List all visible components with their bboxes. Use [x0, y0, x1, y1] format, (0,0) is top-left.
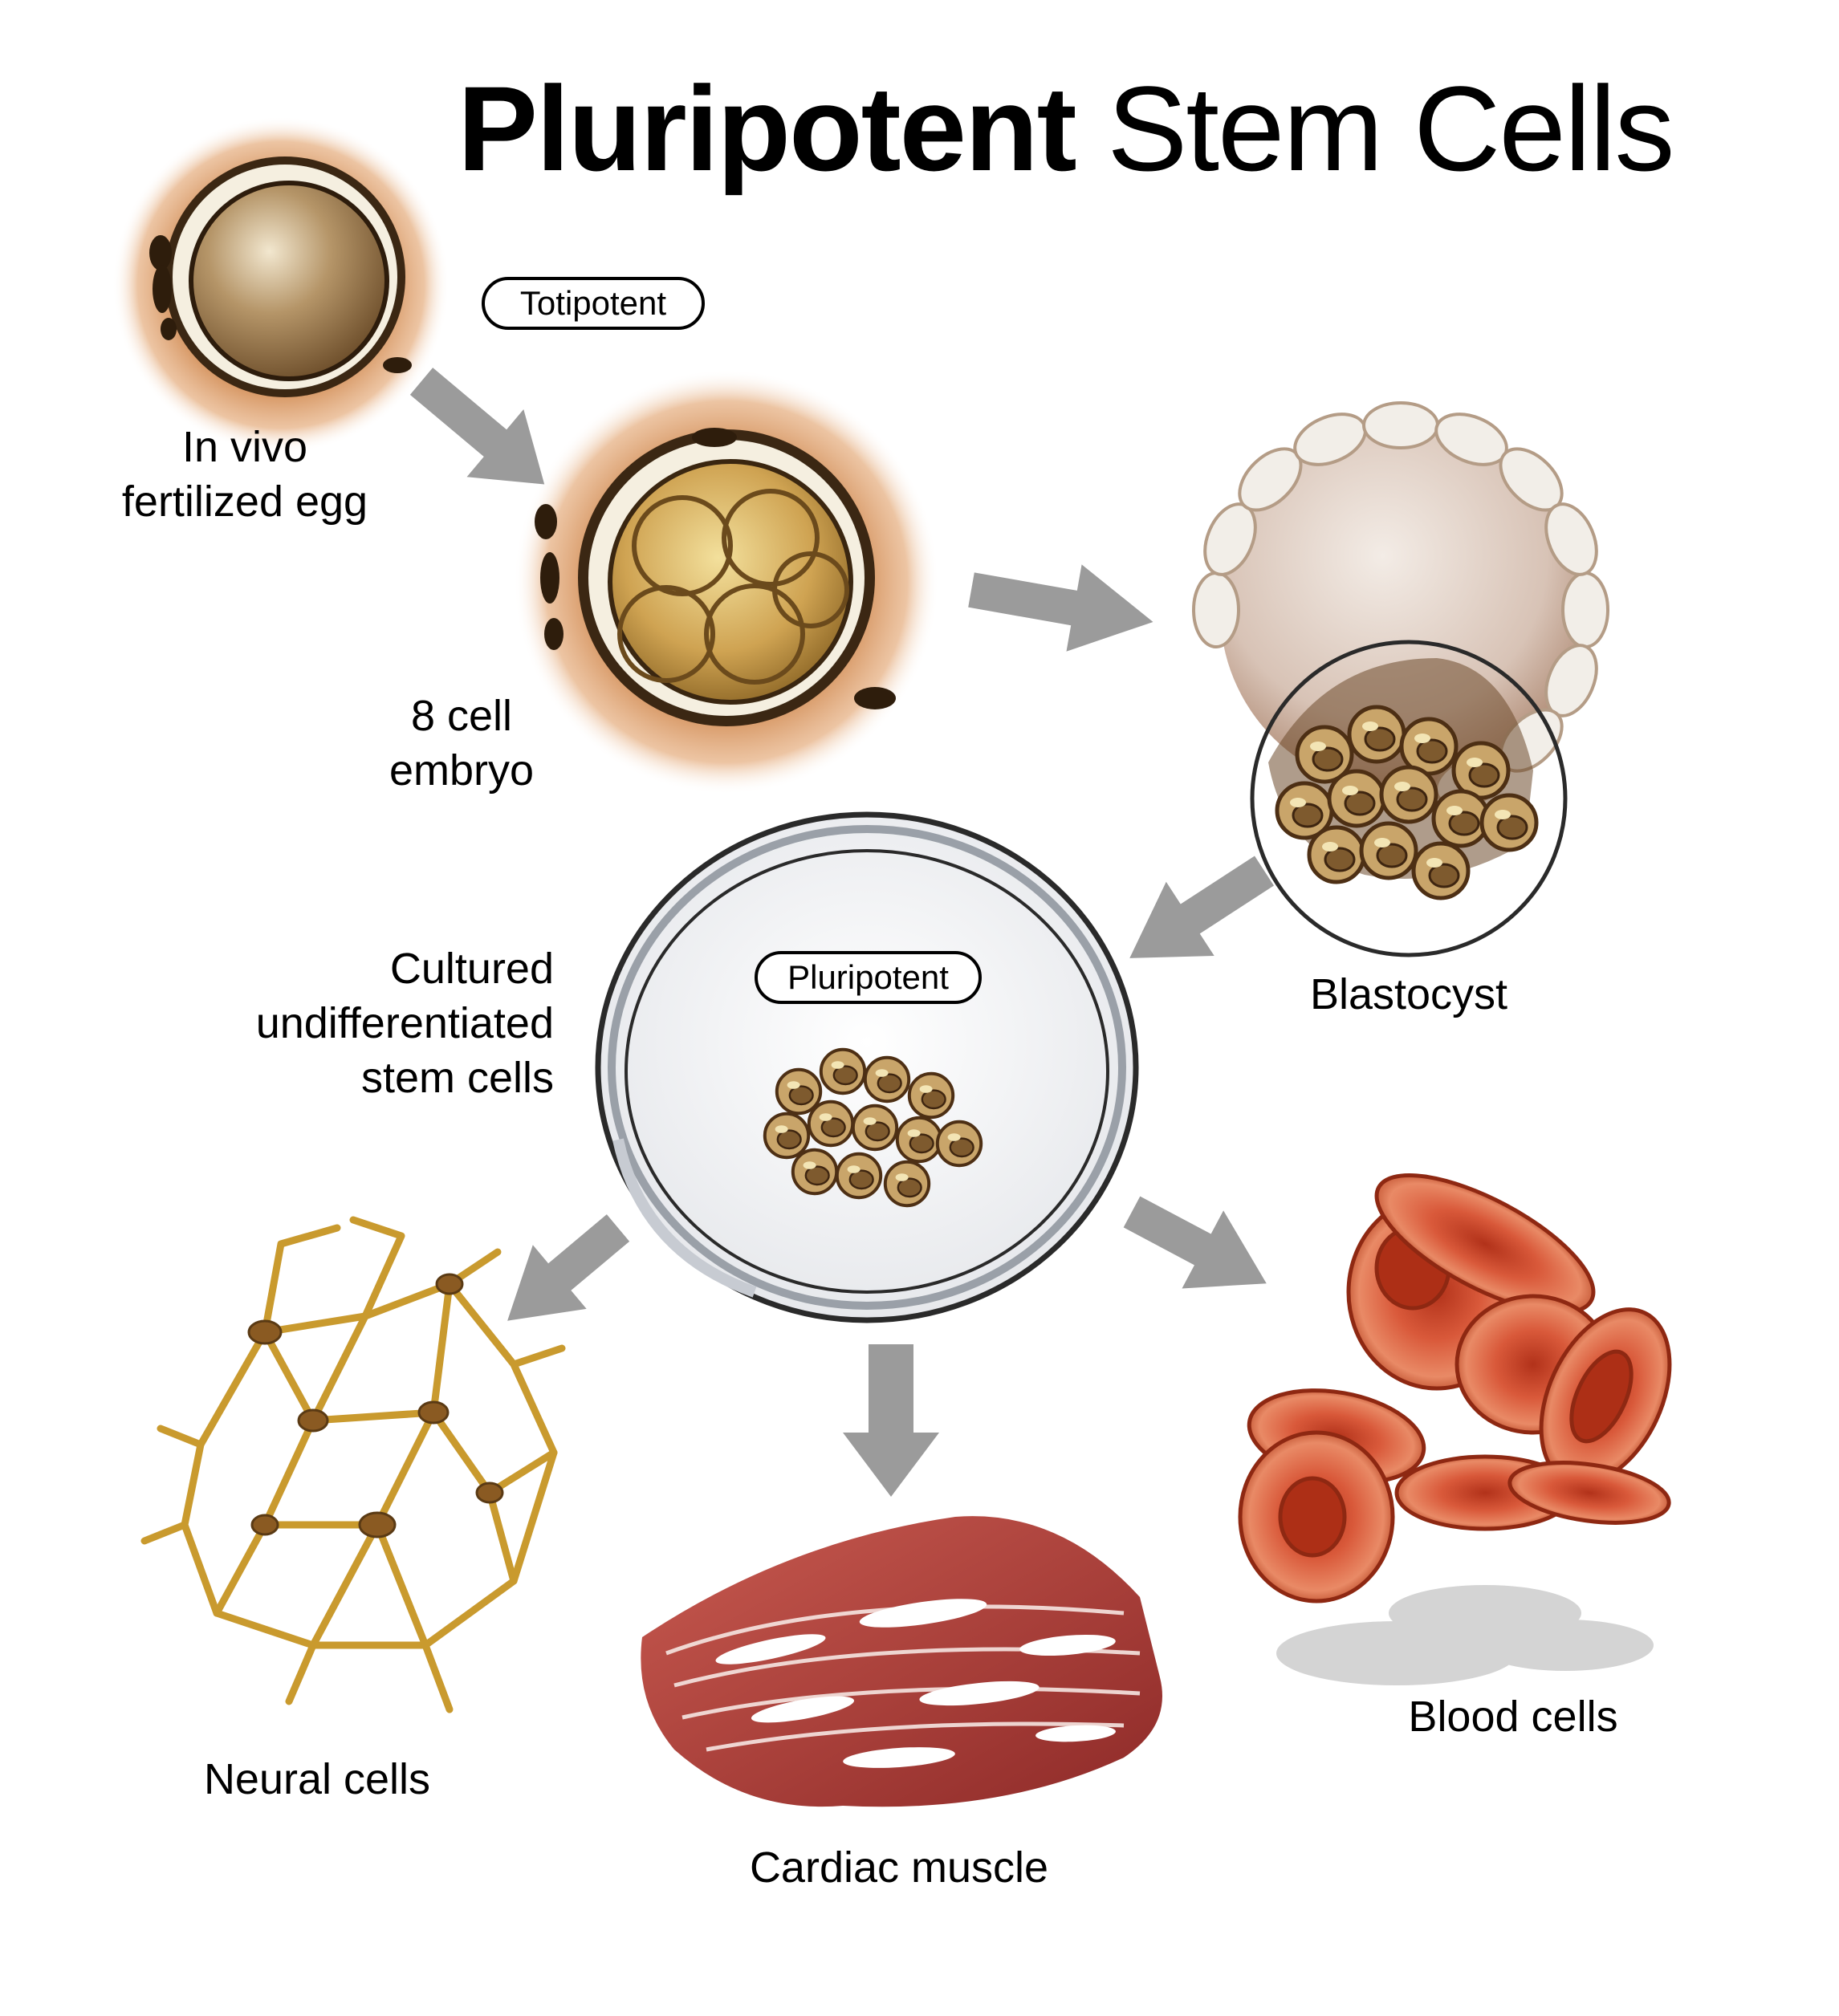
embryo-label-line-2: embryo [389, 746, 535, 795]
stem-cell [885, 1162, 929, 1205]
stem-cell [1349, 707, 1404, 762]
neural-label: Neural cells [203, 1755, 431, 1803]
cultured-label-line-2: undifferentiated [255, 999, 554, 1047]
stem-cell [938, 1122, 981, 1165]
page-title: Pluripotent Stem Cells [458, 56, 1674, 201]
pluripotent-badge: Pluripotent [755, 951, 982, 1004]
cardiac-label: Cardiac muscle [749, 1843, 1049, 1892]
stem-cell [821, 1050, 865, 1093]
title-bold: Pluripotent [458, 61, 1077, 196]
totipotent-badge: Totipotent [482, 277, 705, 330]
arrow-dish-to-blood [1123, 1196, 1267, 1289]
flow-arrows [409, 368, 1274, 1497]
arrow-embryo-to-blastocyst [968, 564, 1153, 652]
stem-cell [765, 1114, 808, 1157]
egg-label-line-2: fertilized egg [121, 478, 368, 526]
stem-cell [1414, 843, 1468, 898]
arrow-egg-to-embryo [409, 368, 545, 485]
stem-cell [809, 1102, 852, 1145]
stem-cell [909, 1074, 953, 1117]
stem-cell [897, 1118, 941, 1161]
blastocyst-illustration [1192, 401, 1609, 957]
trophoblast-cell [1192, 571, 1240, 648]
neural-cells-illustration [140, 1216, 566, 1713]
stem-cell [1482, 795, 1536, 850]
stem-cell [853, 1106, 897, 1149]
trophoblast-cell [1561, 571, 1609, 648]
cardiac-muscle-illustration [641, 1516, 1162, 1807]
eight-cell-embryo-illustration [514, 369, 939, 795]
petri-dish-illustration [595, 811, 1139, 1323]
stem-cell [1361, 823, 1416, 878]
fertilized-egg-illustration [112, 116, 450, 453]
embryo-label: 8 cell embryo [365, 689, 558, 798]
arrow-dish-to-neural [507, 1214, 630, 1321]
title-regular: Stem Cells [1107, 61, 1674, 196]
stem-cell [777, 1070, 820, 1113]
stem-cell [1381, 767, 1436, 822]
blood-label: Blood cells [1408, 1693, 1618, 1741]
arrow-blastocyst-to-dish [1129, 856, 1274, 958]
blood-cells-illustration [1238, 1173, 1672, 1685]
embryo-label-line-1: 8 cell [410, 692, 513, 740]
blastocyst-label: Blastocyst [1309, 970, 1508, 1018]
stem-cell [865, 1058, 909, 1101]
stem-cell [1434, 791, 1488, 846]
arrow-dish-to-cardiac [843, 1344, 939, 1497]
stem-cell [1329, 771, 1384, 826]
cultured-label-line-1: Cultured [389, 945, 554, 993]
stem-cell [837, 1154, 881, 1197]
stem-cell [1309, 827, 1364, 882]
egg-label: In vivo fertilized egg [116, 420, 373, 529]
trophoblast-cell [1544, 502, 1598, 576]
egg-label-line-1: In vivo [181, 423, 308, 471]
cultured-label: Cultured undifferentiated stem cells [217, 941, 554, 1105]
stem-cell [793, 1150, 836, 1193]
trophoblast-cell [1362, 401, 1439, 449]
cultured-label-line-3: stem cells [360, 1054, 554, 1102]
